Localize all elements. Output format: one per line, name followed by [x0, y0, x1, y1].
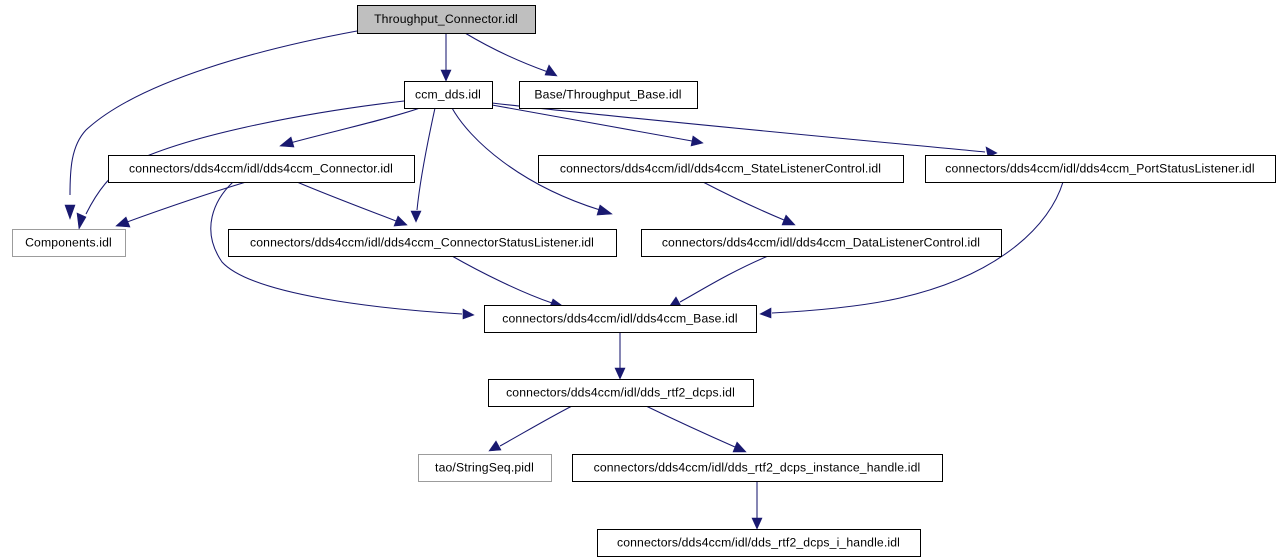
node-label: connectors/dds4ccm/idl/dds_rtf2_dcps_i_h… [617, 536, 900, 550]
node-root[interactable]: Throughput_Connector.idl [357, 5, 536, 34]
node-label: connectors/dds4ccm/idl/dds4ccm_Connector… [250, 236, 594, 250]
edge-state_listener_control-to-data_listener_control [702, 181, 796, 226]
node-rect[interactable] [925, 155, 1276, 183]
edge-connector_status_listener-to-base [451, 255, 565, 310]
edge-line [85, 100, 405, 215]
arrowhead-icon [64, 204, 76, 220]
node-dcps[interactable]: connectors/dds4ccm/idl/dds_rtf2_dcps.idl [488, 379, 754, 407]
node-label: connectors/dds4ccm/idl/dds4ccm_StateList… [560, 162, 881, 176]
edge-line [296, 181, 397, 222]
node-label: connectors/dds4ccm/idl/dds4ccm_DataListe… [662, 236, 980, 250]
edge-ccm_dds-to-components [76, 100, 405, 230]
node-state_listener_control[interactable]: connectors/dds4ccm/idl/dds4ccm_StateList… [538, 155, 904, 183]
edge-dcps-to-stringseq [488, 405, 573, 452]
node-label: connectors/dds4ccm/idl/dds_rtf2_dcps.idl [506, 386, 735, 400]
node-instance_handle[interactable]: connectors/dds4ccm/idl/dds_rtf2_dcps_ins… [572, 454, 943, 482]
edge-ccm_dds-to-state_listener_control [491, 104, 704, 147]
edge-connector-to-connector_status_listener [296, 181, 408, 227]
edge-line [451, 255, 553, 304]
node-stringseq[interactable]: tao/StringSeq.pidl [418, 454, 552, 482]
node-label: Components.idl [25, 236, 112, 250]
nodes-layer: Throughput_Connector.idl ccm_dds.idl Base/… [12, 5, 1276, 557]
edge-root-to-components [64, 30, 358, 220]
arrowhead-icon [759, 307, 772, 319]
edge-port_status_listener-to-base [759, 181, 1064, 319]
node-rect[interactable] [519, 81, 698, 109]
node-rect[interactable] [484, 305, 757, 333]
edge-connector-to-components [115, 181, 247, 228]
arrowhead-icon [393, 215, 408, 227]
node-rect[interactable] [12, 229, 126, 257]
node-label: connectors/dds4ccm/idl/dds4ccm_PortStatu… [945, 162, 1254, 176]
node-rect[interactable] [488, 379, 754, 407]
node-rect[interactable] [228, 229, 617, 257]
edge-line [464, 32, 549, 73]
arrowhead-icon [488, 440, 502, 452]
arrowhead-icon [614, 367, 626, 380]
arrowhead-icon [732, 441, 747, 453]
node-rect[interactable] [404, 81, 493, 109]
arrowhead-icon [690, 135, 704, 147]
edge-ccm_dds-to-connector [279, 107, 421, 148]
edge-ccm_dds-to-port_status_listener [491, 102, 998, 158]
node-label: Base/Throughput_Base.idl [534, 88, 681, 102]
node-rect[interactable] [572, 454, 943, 482]
node-ccm_dds[interactable]: ccm_dds.idl [404, 81, 493, 109]
node-rect[interactable] [538, 155, 904, 183]
node-port_status_listener[interactable]: connectors/dds4ccm/idl/dds4ccm_PortStatu… [925, 155, 1276, 183]
arrowhead-icon [781, 214, 796, 226]
edge-dcps-to-instance_handle [645, 405, 747, 453]
node-label: connectors/dds4ccm/idl/dds_rtf2_dcps_ins… [594, 461, 921, 475]
arrowhead-icon [115, 216, 131, 228]
node-components[interactable]: Components.idl [12, 229, 126, 257]
edge-line [679, 255, 769, 303]
node-i_handle[interactable]: connectors/dds4ccm/idl/dds_rtf2_dcps_i_h… [597, 529, 921, 557]
node-throughput_base[interactable]: Base/Throughput_Base.idl [519, 81, 698, 109]
node-label: Throughput_Connector.idl [374, 12, 518, 26]
node-connector[interactable]: connectors/dds4ccm/idl/dds4ccm_Connector… [108, 155, 415, 183]
edge-root-to-ccm_dds [440, 33, 452, 82]
edges-layer [64, 30, 1064, 530]
edge-ccm_dds-to-connector_status_listener [410, 107, 436, 223]
edge-data_listener_control-to-base [668, 255, 769, 308]
edge-root-to-throughput_base [464, 32, 558, 77]
arrowhead-icon [544, 64, 558, 77]
edge-line [451, 107, 601, 211]
edge-line [126, 181, 247, 223]
edge-line [210, 181, 463, 315]
node-rect[interactable] [597, 529, 921, 557]
node-rect[interactable] [108, 155, 415, 183]
edge-line [491, 102, 986, 153]
edge-instance_handle-to-i_handle [751, 481, 763, 530]
arrowhead-icon [279, 136, 295, 148]
node-base[interactable]: connectors/dds4ccm/idl/dds4ccm_Base.idl [484, 305, 757, 333]
node-connector_status_listener[interactable]: connectors/dds4ccm/idl/dds4ccm_Connector… [228, 229, 617, 257]
edge-line [499, 405, 573, 447]
arrowhead-icon [410, 210, 422, 223]
edge-line [702, 181, 785, 221]
edge-connector-to-base [210, 181, 475, 320]
edge-line [69, 30, 358, 196]
arrowhead-icon [462, 308, 475, 320]
arrowhead-icon [440, 69, 452, 82]
arrowhead-icon [596, 204, 613, 216]
edge-line [416, 107, 436, 211]
node-data_listener_control[interactable]: connectors/dds4ccm/idl/dds4ccm_DataListe… [641, 229, 1002, 257]
node-rect[interactable] [418, 454, 552, 482]
arrowhead-icon [76, 212, 87, 230]
arrowhead-icon [751, 517, 763, 530]
edge-line [289, 107, 421, 144]
edge-ccm_dds-to-data_listener_control [451, 107, 613, 216]
node-rect[interactable] [641, 229, 1002, 257]
edge-line [771, 181, 1064, 314]
node-label: ccm_dds.idl [415, 88, 481, 102]
node-label: connectors/dds4ccm/idl/dds4ccm_Base.idl [502, 312, 738, 326]
edge-line [645, 405, 736, 448]
node-rect[interactable] [357, 5, 536, 34]
node-label: connectors/dds4ccm/idl/dds4ccm_Connector… [129, 162, 393, 176]
edge-base-to-dcps [614, 332, 626, 380]
node-label: tao/StringSeq.pidl [435, 461, 534, 475]
edge-line [491, 104, 693, 142]
